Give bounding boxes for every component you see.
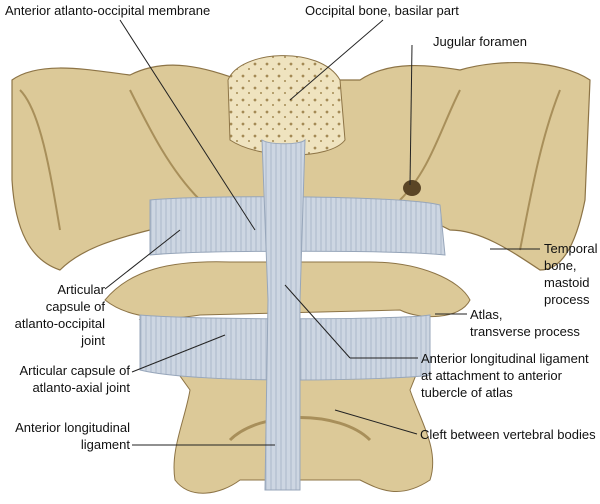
label-line: Atlas, <box>470 307 503 322</box>
label-line: mastoid <box>544 275 590 290</box>
label-line: process <box>544 292 590 307</box>
label-jugular-foramen: Jugular foramen <box>433 34 527 49</box>
label-line: tubercle of atlas <box>421 385 513 400</box>
label-line: capsule of <box>45 299 105 314</box>
label-temporal-bone: Temporal bone, mastoid process <box>544 240 597 308</box>
label-line: at attachment to anterior <box>421 368 562 383</box>
label-line: Anterior longitudinal <box>15 420 130 435</box>
label-line: Articular capsule of <box>19 363 130 378</box>
occipital-basilar <box>227 55 346 156</box>
label-anterior-atlanto-occipital-membrane: Anterior atlanto-occipital membrane <box>5 3 211 18</box>
label-line: transverse process <box>470 324 580 339</box>
label-line: ligament <box>80 437 130 452</box>
label-line: Articular <box>57 282 105 297</box>
label-all-attachment: Anterior longitudinal ligament at attach… <box>421 350 589 401</box>
label-articular-capsule-atlanto-occipital: Articular capsule of atlanto-occipital j… <box>5 281 105 349</box>
label-line: Temporal <box>544 241 598 256</box>
label-line: Anterior longitudinal ligament <box>421 351 589 366</box>
label-atlas-transverse-process: Atlas, transverse process <box>470 306 580 340</box>
label-line: atlanto-axial joint <box>32 380 130 395</box>
anterior-longitudinal-ligament <box>261 138 306 491</box>
label-line: atlanto-occipital <box>14 316 105 331</box>
label-cleft-vertebral-bodies: Cleft between vertebral bodies <box>420 427 596 442</box>
label-articular-capsule-atlanto-axial: Articular capsule of atlanto-axial joint <box>5 362 130 396</box>
label-anterior-longitudinal-ligament: Anterior longitudinal ligament <box>5 419 130 453</box>
label-occipital-bone: Occipital bone, basilar part <box>305 3 459 18</box>
label-line: bone, <box>544 258 577 273</box>
label-line: joint <box>81 333 105 348</box>
leader-lines <box>104 19 540 446</box>
